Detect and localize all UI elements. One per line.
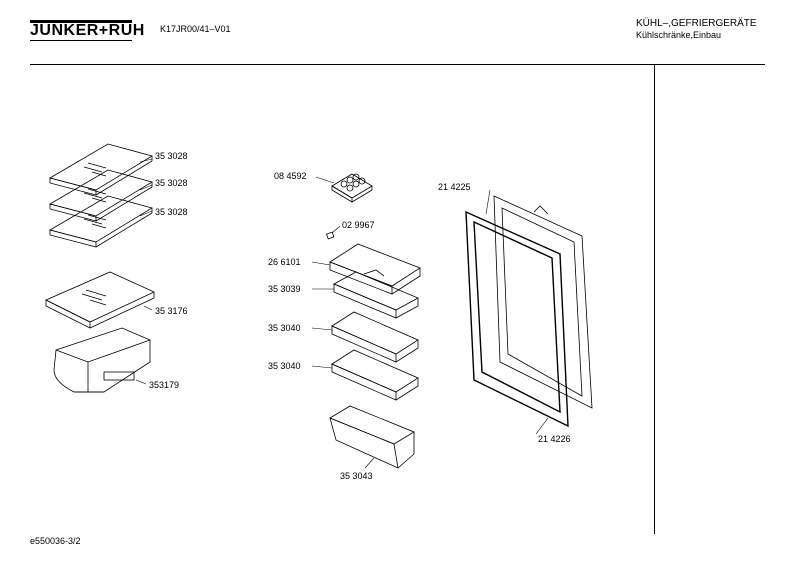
part-number-door-bin-middle-2: 35 3040	[268, 361, 301, 371]
part-number-shelf-3: 35 3028	[155, 207, 188, 217]
drawing-id: e550036-3/2	[30, 536, 81, 546]
part-number-shelf-2: 35 3028	[155, 178, 188, 188]
door-panel[interactable]	[493, 195, 593, 409]
header-divider	[30, 64, 765, 65]
part-number-clip: 02 9967	[342, 220, 375, 230]
category-title: KÜHL–,GEFRIERGERÄTE	[636, 18, 757, 29]
door-seal-frame[interactable]	[465, 210, 569, 428]
door-bin-middle-1[interactable]	[331, 311, 419, 363]
retaining-clip[interactable]	[325, 231, 335, 240]
door-bin-bottom[interactable]	[329, 405, 415, 469]
category-subtitle: Kühlschränke,Einbau	[636, 30, 722, 40]
glass-shelf-3[interactable]	[48, 195, 154, 248]
part-number-door-seal-top: 21 4225	[438, 182, 471, 192]
door-bin-top[interactable]	[333, 271, 419, 319]
part-number-crisper-drawer: 353179	[149, 380, 179, 390]
model-number: K17JR00/41–V01	[160, 24, 231, 34]
part-number-door-bin-cover: 26 6101	[268, 257, 301, 267]
door-bin-cover[interactable]	[329, 243, 421, 295]
part-number-egg-tray: 08 4592	[274, 171, 307, 181]
glass-shelf-2[interactable]	[48, 169, 154, 222]
part-number-door-bin-bottom: 35 3043	[340, 471, 373, 481]
crisper-drawer[interactable]	[53, 327, 151, 393]
part-number-door-bin-middle-1: 35 3040	[268, 323, 301, 333]
logo-rule-top	[30, 20, 132, 23]
egg-tray[interactable]	[331, 173, 373, 203]
part-number-door-bin-top: 35 3039	[268, 284, 301, 294]
glass-shelf-1[interactable]	[48, 143, 154, 196]
brand-logo: JUNKER+RUH	[30, 22, 145, 39]
door-bin-middle-2[interactable]	[331, 349, 419, 401]
leader-lines	[135, 158, 549, 469]
part-number-shelf-1: 35 3028	[155, 151, 188, 161]
part-number-crisper-cover: 35 3176	[155, 306, 188, 316]
margin-divider	[654, 64, 655, 534]
logo-rule-bottom	[30, 40, 132, 41]
crisper-cover[interactable]	[45, 271, 155, 329]
part-number-door-seal-bottom: 21 4226	[538, 434, 571, 444]
